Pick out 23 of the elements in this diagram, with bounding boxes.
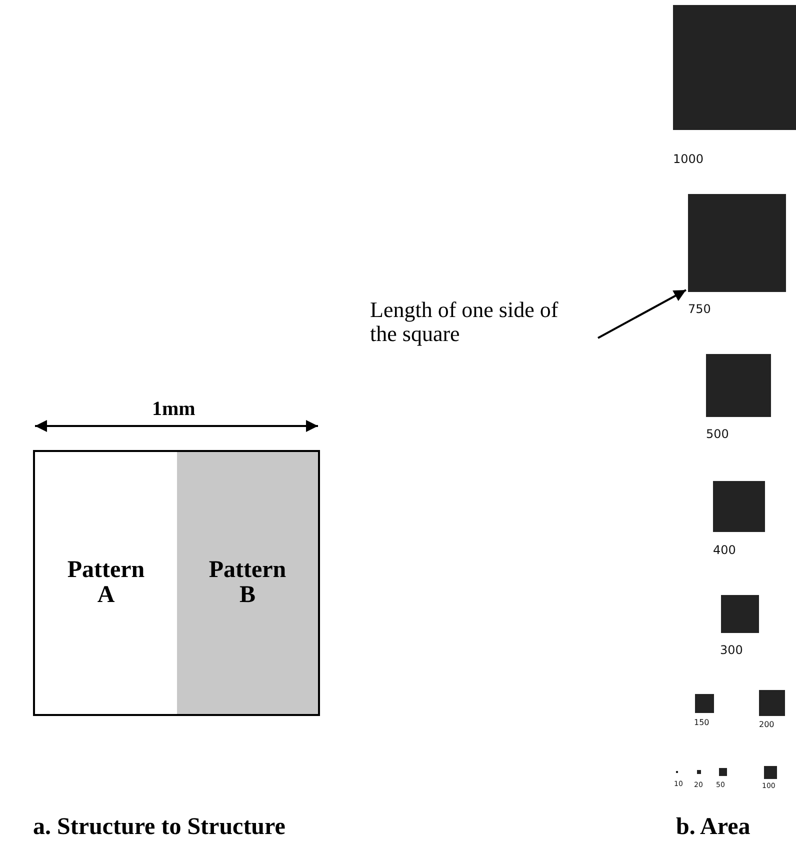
dimension-label: 1mm (152, 398, 196, 421)
value-label: 500 (706, 427, 729, 441)
value-label: 1000 (673, 152, 704, 166)
pattern-panel: Pattern B (177, 450, 320, 716)
filled-square (721, 595, 759, 633)
callout-text: Length of one side of the square (370, 298, 570, 346)
filled-square (759, 690, 785, 716)
value-label: 400 (713, 543, 736, 557)
value-label: 200 (759, 720, 774, 729)
filled-square (688, 194, 786, 292)
filled-square (706, 354, 771, 417)
filled-square (719, 768, 727, 776)
arrow (598, 289, 686, 339)
panel-caption: b. Area (676, 814, 750, 841)
filled-square (697, 770, 701, 774)
filled-square (713, 481, 765, 532)
panel-caption: a. Structure to Structure (33, 814, 286, 841)
value-label: 150 (694, 718, 710, 727)
filled-square (673, 5, 796, 130)
value-label: 300 (720, 643, 743, 657)
filled-square (764, 766, 777, 779)
value-label: 750 (688, 302, 711, 316)
filled-square (695, 694, 714, 713)
